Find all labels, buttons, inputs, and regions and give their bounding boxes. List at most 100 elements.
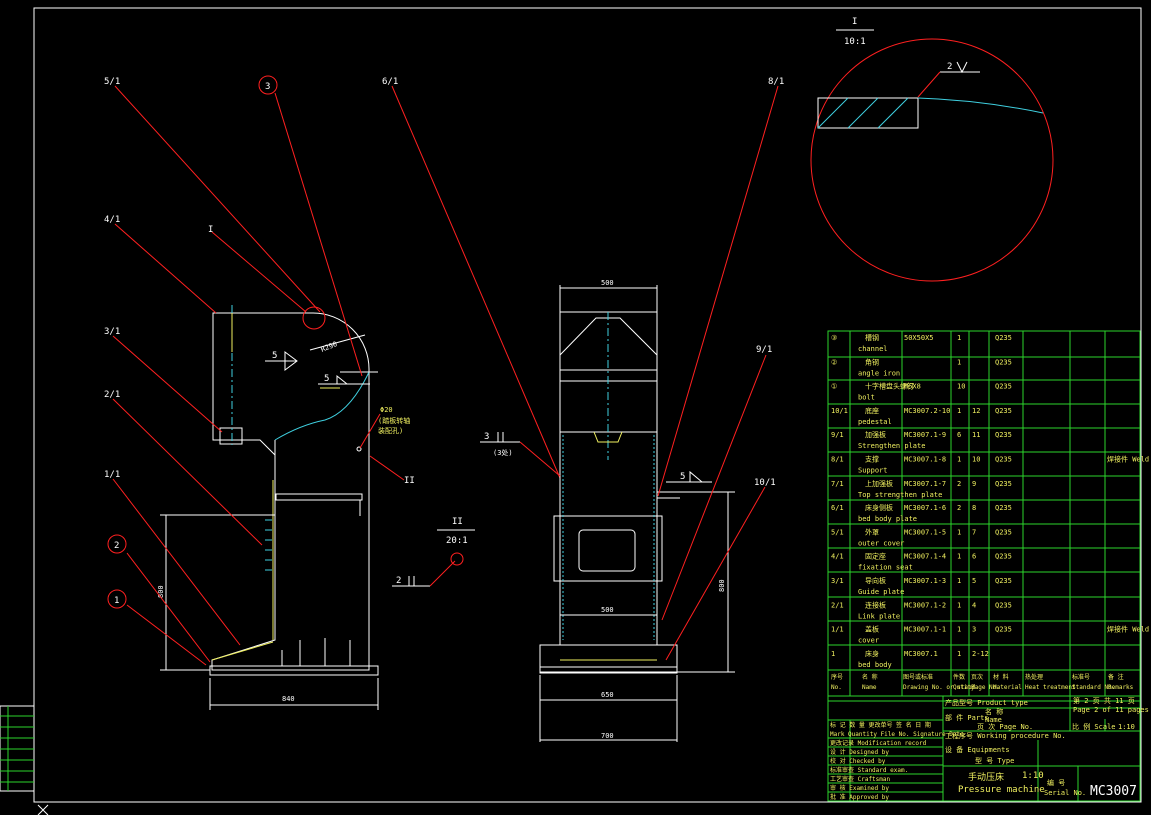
- bom-cell-name-en: Support: [858, 467, 888, 475]
- tb-page-no: 页 次 Page No.: [977, 722, 1033, 731]
- bom-cell-qty: 1: [957, 626, 961, 634]
- front-dim-lines: [539, 285, 735, 742]
- hole-note-1: Φ20: [380, 406, 393, 414]
- tb-sign-row: Mark Quantity File No. Signature Date: [830, 731, 964, 738]
- bom-header-en: Page No.: [971, 684, 1000, 691]
- tb-sign-rows: 标 记 数 量 更改单号 签 名 日 期 Mark Quantity File N…: [830, 721, 964, 801]
- bom-grid: [827, 330, 1141, 702]
- bom-cell-qty: 2: [957, 504, 961, 512]
- side-view-bolts: [265, 519, 272, 571]
- bom-cell-drawing: MC3007.1-4: [904, 553, 946, 561]
- bom-header-en: Material: [993, 684, 1022, 691]
- balloon-1-label: 1: [114, 596, 119, 606]
- weld-side-1-size: 5: [272, 351, 277, 361]
- dim-radius: R290: [320, 340, 339, 354]
- bom-cell-qty: 1: [957, 528, 961, 536]
- bom-cell-drawing: MC3007.1-6: [904, 504, 946, 512]
- bom-header-cn: 图号或标准: [903, 673, 933, 681]
- bom-cell-name_cn: 外罩: [865, 527, 879, 536]
- front-weld-right-size: 5: [680, 472, 685, 482]
- bom-cell-name-en: pedestal: [858, 418, 892, 426]
- bom-cell-name_cn: 固定座: [865, 552, 886, 561]
- bom-header-en: Drawing No. or stand.: [903, 684, 979, 691]
- bom-header-en: Heat treatment: [1025, 684, 1076, 691]
- side-view-body-outline: [211, 312, 370, 671]
- detail-II-weld-size: 2: [396, 576, 401, 586]
- bom-header-en: Qutity: [953, 684, 975, 691]
- bom-cell-drawing: MC3007.1-2: [904, 601, 946, 609]
- section-mark-I: I: [208, 225, 213, 235]
- bom-header-en: Standard No.: [1072, 684, 1115, 691]
- bom-cell-name-en: angle iron: [858, 369, 900, 377]
- side-dim-height: 800: [157, 585, 165, 598]
- tb-product-scale: 1:10: [1022, 771, 1044, 781]
- bom-cell-no: 10/1: [831, 407, 848, 415]
- tb-scale-label: 比 例 Scale: [1072, 722, 1116, 731]
- bom-cell-material: Q235: [995, 480, 1012, 488]
- bom-cell-name_cn: 盖板: [865, 625, 879, 634]
- tb-serial-no: MC3007: [1090, 784, 1137, 799]
- bom-cell-drawing: M5X8: [904, 383, 921, 391]
- drawing-frame: [33, 7, 1142, 803]
- front-weld-left-size: 3: [484, 432, 489, 442]
- side-view: R290 5 5 Φ20 (踏板转轴 装配孔) 840 800: [157, 305, 410, 710]
- bom-cell-qty: 1: [957, 553, 961, 561]
- bom-cell-name_cn: 床身: [865, 649, 879, 658]
- bom-cell-drawing: MC3007.1-1: [904, 626, 946, 634]
- tb-sign-row: 校 对 Checked by: [830, 757, 886, 765]
- bom-cell-material: Q235: [995, 334, 1012, 342]
- balloon-2-label: 2: [114, 541, 119, 551]
- bom-cell-name_cn: 支撑: [865, 455, 879, 464]
- front-view-guide: [593, 431, 623, 443]
- bom-cell-material: Q235: [995, 626, 1012, 634]
- detail-I-view: I 10:1 2: [810, 17, 1054, 282]
- front-dim-height: 800: [718, 579, 726, 592]
- bom-cell-remark: 焊接件 Weld parts: [1107, 455, 1151, 464]
- bom-cell-no: 4/1: [831, 553, 844, 561]
- callout-3-1: 3/1: [104, 327, 120, 337]
- bom-header-cn: 材 料: [993, 673, 1009, 681]
- tb-type: 型 号 Type: [975, 756, 1014, 765]
- bom-cell-material: Q235: [995, 528, 1012, 536]
- detail-I-circle: [810, 38, 1054, 282]
- bom-cell-no: 1/1: [831, 626, 844, 634]
- bom-cell-drawing: 50X50X5: [904, 334, 934, 342]
- bom-cell-name-en: Link plate: [858, 612, 900, 620]
- bom-cell-qty: 2: [957, 480, 961, 488]
- bom-cell-drawing: MC3007.1-7: [904, 480, 946, 488]
- front-dim-mid: 500: [601, 606, 614, 614]
- bom-cell-drawing: MC3007.1-9: [904, 431, 946, 439]
- side-view-guide-block: [219, 427, 243, 445]
- bom-cell-name_cn: 十字槽盘头螺钉: [865, 382, 914, 391]
- bom-cell-qty: 1: [957, 358, 961, 366]
- bom-cell-no: ③: [831, 334, 837, 342]
- tb-sign-row: 工艺审查 Craftsman: [830, 775, 891, 783]
- bom-cell-no: 3/1: [831, 577, 844, 585]
- radius-dim-line: [309, 334, 366, 351]
- tb-serial-label-en: Serial No.: [1044, 789, 1086, 797]
- bom-cell-no: ②: [831, 358, 837, 366]
- bom-cell-qty: 6: [957, 431, 961, 439]
- bom-header-cn: 页次: [971, 673, 983, 681]
- detail-I-scale: 10:1: [844, 37, 866, 47]
- tb-name-en: Name: [985, 716, 1002, 724]
- tb-sign-row: 标 记 数 量 更改单号 签 名 日 期: [830, 721, 931, 729]
- bom-cell-no: 2/1: [831, 601, 844, 609]
- tb-sign-row: 标准审查 Standard exam.: [830, 766, 908, 774]
- front-weld-left-note: (3处): [493, 448, 513, 457]
- hole-note-2: (踏板转轴: [378, 416, 410, 425]
- bom-cell-page: 10: [972, 456, 980, 464]
- bom-cell-qty: 1: [957, 650, 961, 658]
- tb-product-type: 产品型号 Product type: [945, 698, 1028, 707]
- bom-cell-no: 7/1: [831, 480, 844, 488]
- bom-cell-name-en: fixation seat: [858, 564, 913, 572]
- bom-header-cn: 件数: [953, 673, 965, 681]
- detail-I-plate: [917, 97, 1044, 114]
- bom-cell-material: Q235: [995, 504, 1012, 512]
- bom-cell-page: 7: [972, 528, 976, 536]
- bom-header-cn: 备 注: [1108, 673, 1124, 681]
- callout-2-1: 2/1: [104, 390, 120, 400]
- bom-cell-drawing: MC3007.2-10: [904, 407, 950, 415]
